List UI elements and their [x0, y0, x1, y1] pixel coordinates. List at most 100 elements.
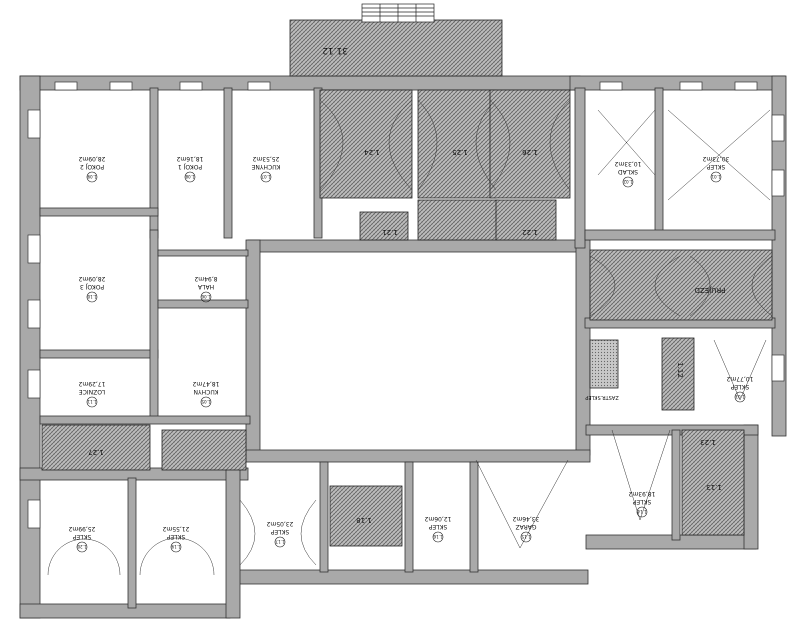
- room-area: 28,09m2: [78, 275, 105, 282]
- window: [27, 499, 41, 529]
- room-code: 1.01: [711, 174, 720, 179]
- room-name: SKLEP: [270, 528, 289, 535]
- room-area: 33,46m2: [512, 515, 539, 522]
- space-code: 1.26: [522, 148, 538, 156]
- room-code: 1.03: [735, 394, 744, 399]
- vault-2: [417, 89, 497, 199]
- hatched-west-corridor: [41, 424, 151, 471]
- window: [27, 234, 41, 264]
- passage-vault: [589, 249, 773, 321]
- room-sklep-s4: SKLEP 12,06m2 1.16: [424, 515, 451, 543]
- hatched-se-1: [681, 429, 745, 536]
- room-kuchyn: KUCHYN 18,47m2 1.05: [192, 380, 219, 408]
- se-wing-right: [743, 424, 759, 550]
- room-code: 1.20: [77, 544, 86, 549]
- room-sklad: SKLAD 10,33m2 1.02: [614, 160, 641, 188]
- space-code: 1.12: [676, 362, 684, 378]
- room-code: 1.09: [87, 174, 96, 179]
- room-area: 23,05m2: [266, 520, 293, 527]
- room-name: GARAZ: [516, 523, 537, 530]
- window: [179, 81, 203, 91]
- space-code: 1.18: [356, 516, 372, 524]
- room-sklep-s1: SKLEP 25,99m2 1.20: [68, 525, 95, 553]
- room-kuchyne: KUCHYNE 25,53m2 1.07: [251, 155, 280, 183]
- room-code: 1.07: [261, 174, 270, 179]
- room-code: 1.19: [171, 544, 180, 549]
- room-name: HALA: [197, 283, 214, 290]
- room-pokoj3: POKOJ 3 28,09m2 1.10: [78, 275, 105, 303]
- room-name: SKLEP: [72, 533, 91, 540]
- space-code: 1.25: [452, 148, 468, 156]
- room-area: 25,53m2: [252, 155, 279, 162]
- room-pokoj1: POKOJ 1 18,16m2 1.08: [176, 155, 203, 183]
- partition: [469, 461, 479, 573]
- vault-small-3: [495, 199, 557, 241]
- se-wing-bottom: [585, 534, 757, 550]
- room-code: 1.02: [623, 179, 632, 184]
- partition: [574, 87, 586, 249]
- partition: [127, 477, 137, 609]
- room-name: KUCHYN: [193, 388, 218, 395]
- stair-block: [589, 339, 619, 389]
- windows: [27, 81, 785, 529]
- room-code: 1.17: [275, 539, 284, 544]
- room-code: 1.14: [637, 509, 646, 514]
- vault-small-1: [359, 211, 409, 241]
- space-code: 1.23: [700, 438, 716, 446]
- room-loznice: LOZNICE 17,29m2 1.11: [78, 380, 105, 408]
- room-name: KUCHYNE: [251, 163, 280, 170]
- partition: [39, 349, 159, 359]
- room-area: 10,33m2: [614, 160, 641, 167]
- room-area: 10,77m2: [726, 375, 753, 382]
- room-area: 12,06m2: [424, 515, 451, 522]
- room-labels: POKOJ 2 28,09m2 1.09 POKOJ 1 18,16m2 1.0…: [68, 155, 753, 553]
- space-code: 1.13: [706, 483, 722, 491]
- room-name: POKOJ 1: [178, 163, 202, 170]
- court-south: [245, 449, 591, 463]
- window: [771, 169, 785, 197]
- north-stair-block: [289, 19, 503, 77]
- window: [27, 299, 41, 329]
- partition: [39, 415, 251, 425]
- partition: [404, 461, 414, 573]
- room-name: SKLEP: [730, 383, 749, 390]
- south-wall-west: [19, 603, 231, 619]
- room-sklep-e: SKLEP 10,77m2 1.03: [726, 375, 753, 403]
- room-sal: SKLEP 30,73m2 1.01: [702, 155, 729, 183]
- room-name: SKLEP: [166, 533, 185, 540]
- vault-3: [489, 89, 571, 199]
- passage-label: PRUJEZD: [695, 286, 726, 294]
- space-code: 1.24: [364, 148, 380, 156]
- stair-note: ZASTR.SKLEP: [585, 394, 618, 400]
- room-area: 25,99m2: [68, 525, 95, 532]
- space-code: 1.21: [382, 228, 398, 236]
- hatched-codes: 1.24 1.25 1.26 1.21 1.22 1.18 1.13 1.12 …: [88, 148, 722, 524]
- partition: [157, 249, 249, 257]
- room-sklep-s3: SKLEP 23,05m2 1.17: [266, 520, 293, 548]
- partition: [319, 461, 329, 573]
- room-name: LOZNICE: [79, 388, 105, 395]
- window: [247, 81, 271, 91]
- partition: [157, 299, 249, 309]
- room-code: 1.08: [185, 174, 194, 179]
- window: [109, 81, 133, 91]
- window: [771, 354, 785, 382]
- room-code: 1.11: [87, 399, 96, 404]
- room-garaz: GARAZ 33,46m2 1.15: [512, 515, 539, 543]
- vault-small-2: [417, 199, 499, 241]
- walls: [19, 75, 787, 619]
- hatched-south-1: [329, 485, 403, 547]
- hatched-spaces: [41, 19, 773, 547]
- room-sklep-s5: SKLEP 18,93m2 1.14: [628, 490, 655, 518]
- room-name: POKOJ 3: [80, 283, 104, 290]
- window: [27, 369, 41, 399]
- vault-1: [319, 89, 413, 199]
- room-hala: HALA 8,94m2 1.06: [194, 275, 218, 303]
- room-area: 28,09m2: [78, 155, 105, 162]
- north-stair-code: 31.12: [322, 45, 348, 55]
- room-area: 17,29m2: [78, 380, 105, 387]
- space-code: 1.22: [522, 228, 538, 236]
- room-area: 18,93m2: [628, 490, 655, 497]
- room-name: SKLEP: [706, 163, 725, 170]
